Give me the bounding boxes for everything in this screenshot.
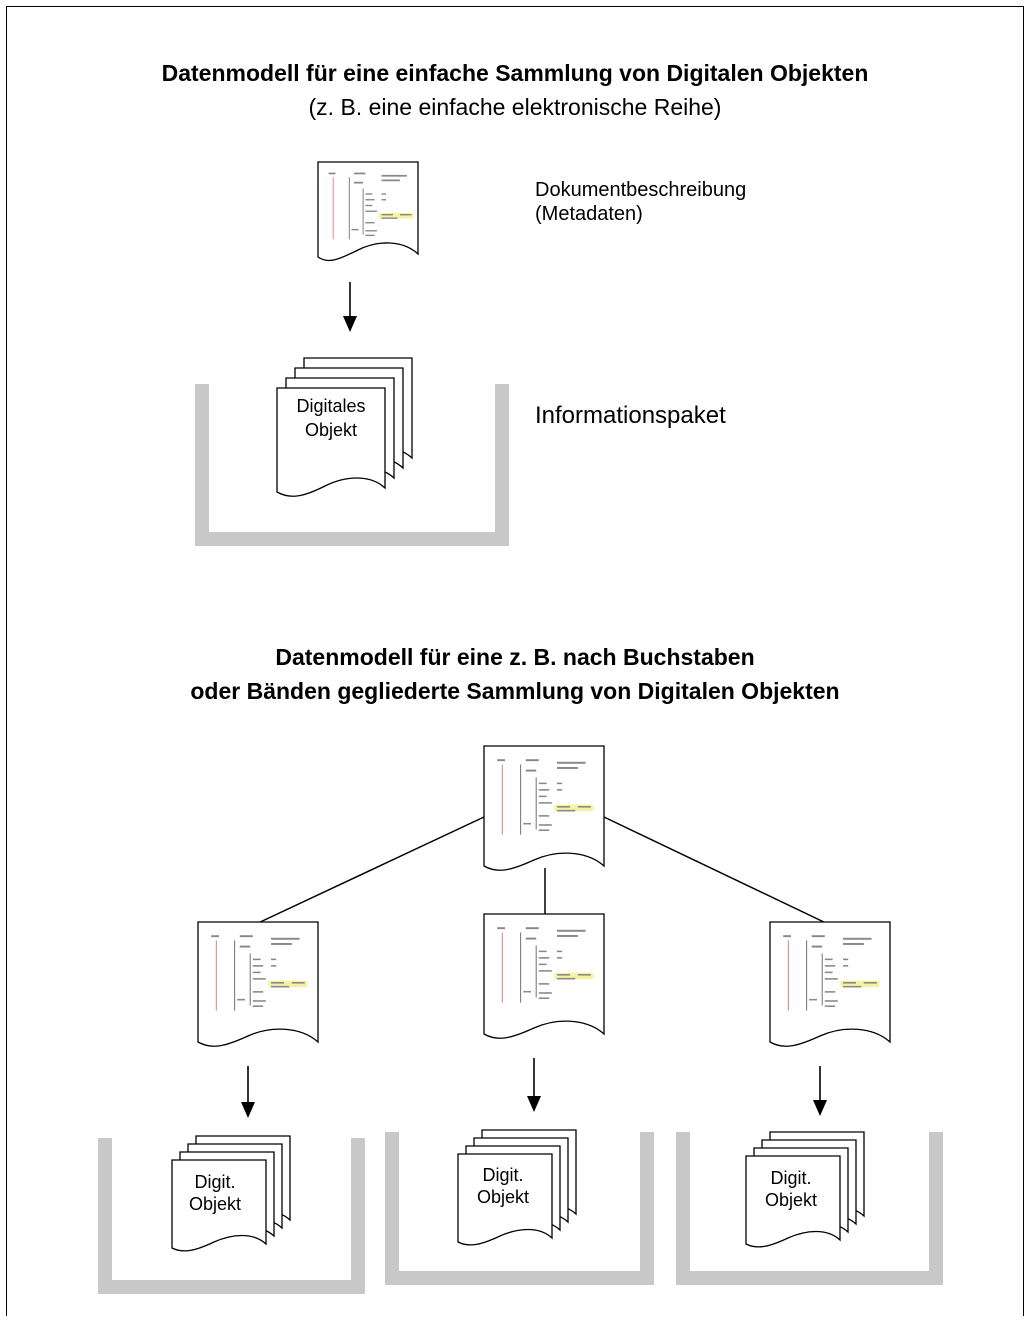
diagram2-title-line2: oder Bänden gegliederte Sammlung von Dig… [190, 678, 840, 704]
child-metadata-document-icon [483, 913, 605, 1039]
digital-object-label-line1: Digitales [296, 396, 365, 416]
package-container [98, 1138, 365, 1294]
arrow-down-icon [813, 1066, 827, 1116]
digital-object-label-line2: Objekt [305, 420, 357, 440]
digit-object-label-line1: Digit. [770, 1168, 811, 1188]
arrow-down-icon [527, 1058, 541, 1112]
arrow-down-icon [241, 1066, 255, 1118]
metadata-document-icon [317, 161, 419, 262]
digital-object-stack-icon [171, 1135, 291, 1252]
diagram1-subtitle: (z. B. eine einfache elektronische Reihe… [308, 94, 722, 120]
child-metadata-document-icon [197, 921, 319, 1047]
arrow-down-icon [343, 282, 357, 332]
child-metadata-document-icon [769, 921, 891, 1047]
diagram2-title-line1: Datenmodell für eine z. B. nach Buchstab… [275, 644, 755, 670]
package-container [385, 1132, 654, 1285]
hierarchy-connectors [255, 816, 829, 925]
digit-object-label-line2: Objekt [477, 1187, 529, 1207]
root-metadata-document-icon [483, 745, 605, 871]
page-frame [6, 6, 1024, 1316]
digit-object-label-line2: Objekt [189, 1194, 241, 1214]
digit-object-label-line1: Digit. [194, 1172, 235, 1192]
package-container [676, 1132, 943, 1285]
diagram1-title: Datenmodell für eine einfache Sammlung v… [161, 60, 869, 86]
information-package-container [195, 384, 509, 546]
digital-object-stack-icon [457, 1129, 577, 1246]
digit-object-label-line2: Objekt [765, 1190, 817, 1210]
digital-object-stack-icon [745, 1131, 865, 1248]
digital-object-stack-icon [276, 357, 413, 497]
metadata-label-line1: Dokumentbeschreibung [535, 179, 747, 201]
package-label: Informationspaket [535, 402, 726, 429]
metadata-label-line2: (Metadaten) [535, 203, 643, 225]
digit-object-label-line1: Digit. [482, 1165, 523, 1185]
